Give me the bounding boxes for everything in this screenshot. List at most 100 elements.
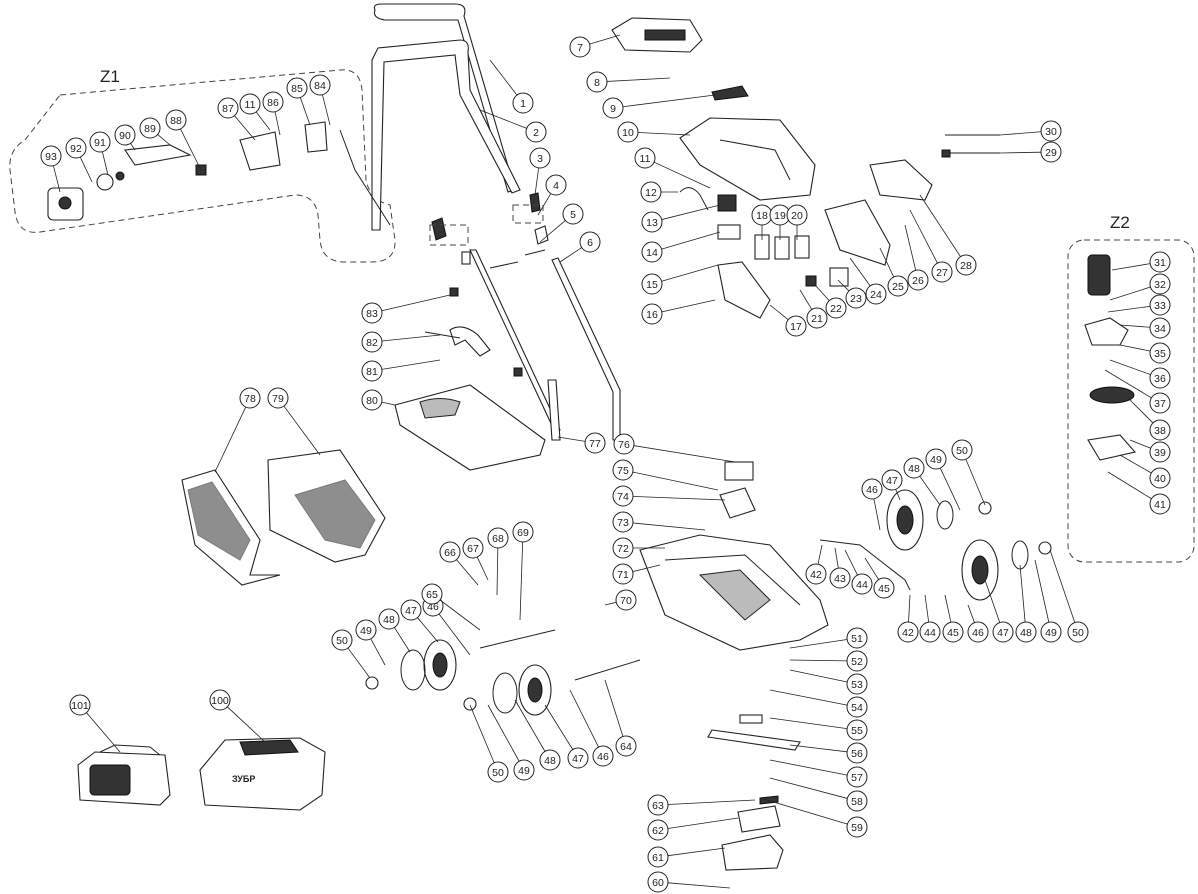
callout-bubble [907, 269, 929, 291]
callout-bubble [65, 137, 87, 159]
callout-bubble [1149, 273, 1171, 295]
leader-line [1104, 369, 1152, 399]
callout-number: 8 [594, 77, 600, 89]
callout-6: 6 [559, 231, 601, 263]
leader-line [438, 613, 471, 656]
callout-45: 45 [942, 594, 964, 643]
callout-bubble [846, 696, 868, 718]
callout-48: 48 [903, 457, 941, 506]
leader-line [909, 209, 938, 264]
leader-line [381, 359, 441, 370]
callout-bubble [584, 432, 606, 454]
leader-line [53, 165, 61, 193]
callout-87: 87 [217, 97, 256, 141]
callout-bubble [1149, 493, 1171, 515]
callout-bubble [586, 71, 608, 93]
leader-line [661, 264, 719, 282]
callout-42: 42 [897, 594, 919, 643]
upper-handle [371, 3, 521, 231]
callout-47: 47 [881, 469, 903, 501]
callout-bubble [209, 689, 231, 711]
leader-line [157, 134, 171, 146]
callout-number: 49 [518, 765, 530, 777]
callout-bubble [613, 433, 635, 455]
callout-number: 47 [997, 627, 1009, 639]
callout-50: 50 [469, 704, 509, 783]
callout-number: 47 [572, 753, 584, 765]
leader-line [86, 712, 121, 753]
callout-bubble [647, 819, 669, 841]
leader-line [283, 405, 321, 456]
callout-number: 14 [646, 247, 658, 259]
callout-49: 49 [1034, 559, 1062, 643]
callout-91: 91 [89, 131, 111, 176]
callout-81: 81 [361, 359, 441, 382]
callout-number: 40 [1154, 473, 1166, 485]
leader-line [849, 257, 871, 287]
callout-5: 5 [539, 203, 584, 243]
z1-switch-parts [47, 121, 391, 226]
callout-number: 4 [553, 180, 559, 192]
leader-line [299, 97, 311, 126]
callout-number: 30 [1045, 126, 1057, 138]
leader-line [999, 151, 1042, 154]
callout-bubble [851, 573, 873, 595]
callout-49: 49 [487, 704, 535, 781]
switch-components [679, 134, 1000, 319]
callout-number: 51 [851, 633, 863, 645]
callout-bubble [1149, 251, 1171, 273]
z1-region-outline [9, 69, 396, 263]
callout-bubble [1149, 467, 1171, 489]
callout-47: 47 [984, 579, 1014, 643]
callout-35: 35 [1119, 342, 1171, 364]
leader-line [944, 594, 952, 623]
callout-75: 75 [612, 459, 719, 491]
callout-bubble [846, 816, 868, 838]
leader-line [919, 194, 961, 257]
leader-line [789, 639, 848, 649]
callout-number: 37 [1154, 398, 1166, 410]
callout-53: 53 [789, 669, 868, 695]
callout-number: 9 [610, 103, 616, 115]
callout-bubble [592, 745, 614, 767]
callout-45: 45 [864, 557, 895, 599]
callout-43: 43 [829, 547, 851, 589]
callout-bubble [40, 145, 62, 167]
callout-number: 81 [366, 366, 378, 378]
leader-line [234, 115, 256, 141]
callout-number: 48 [383, 614, 395, 626]
leader-line [667, 799, 756, 805]
callout-bubble [1015, 621, 1037, 643]
callout-bubble [615, 735, 637, 757]
callout-58: 58 [769, 777, 868, 812]
leader-line [606, 77, 671, 82]
callout-number: 63 [652, 800, 664, 812]
callout-bubble [1067, 621, 1089, 643]
main-motor-housing [679, 85, 816, 201]
leader-line [789, 744, 848, 753]
callout-65: 65 [421, 583, 481, 631]
leader-line [1111, 263, 1151, 271]
callout-bubble [361, 302, 383, 324]
callout-100: 100 [209, 689, 266, 743]
callout-number: 79 [272, 393, 284, 405]
callout-61: 61 [647, 846, 726, 868]
callout-number: 70 [620, 595, 632, 607]
callout-number: 64 [620, 741, 632, 753]
leader-line [661, 231, 721, 250]
callout-number: 24 [870, 289, 882, 301]
leader-line [769, 689, 848, 706]
leader-line [667, 847, 726, 857]
callout-68: 68 [487, 527, 509, 596]
callout-47: 47 [400, 599, 439, 643]
callout-17: 17 [769, 304, 807, 337]
callout-74: 74 [612, 485, 726, 507]
leader-line [769, 717, 848, 730]
callout-number: 46 [972, 627, 984, 639]
callout-62: 62 [647, 817, 739, 841]
callout-bubble [612, 537, 634, 559]
callout-bubble [825, 297, 847, 319]
callout-90: 90 [114, 124, 136, 151]
top-cover [611, 17, 703, 53]
callout-number: 22 [830, 303, 842, 315]
